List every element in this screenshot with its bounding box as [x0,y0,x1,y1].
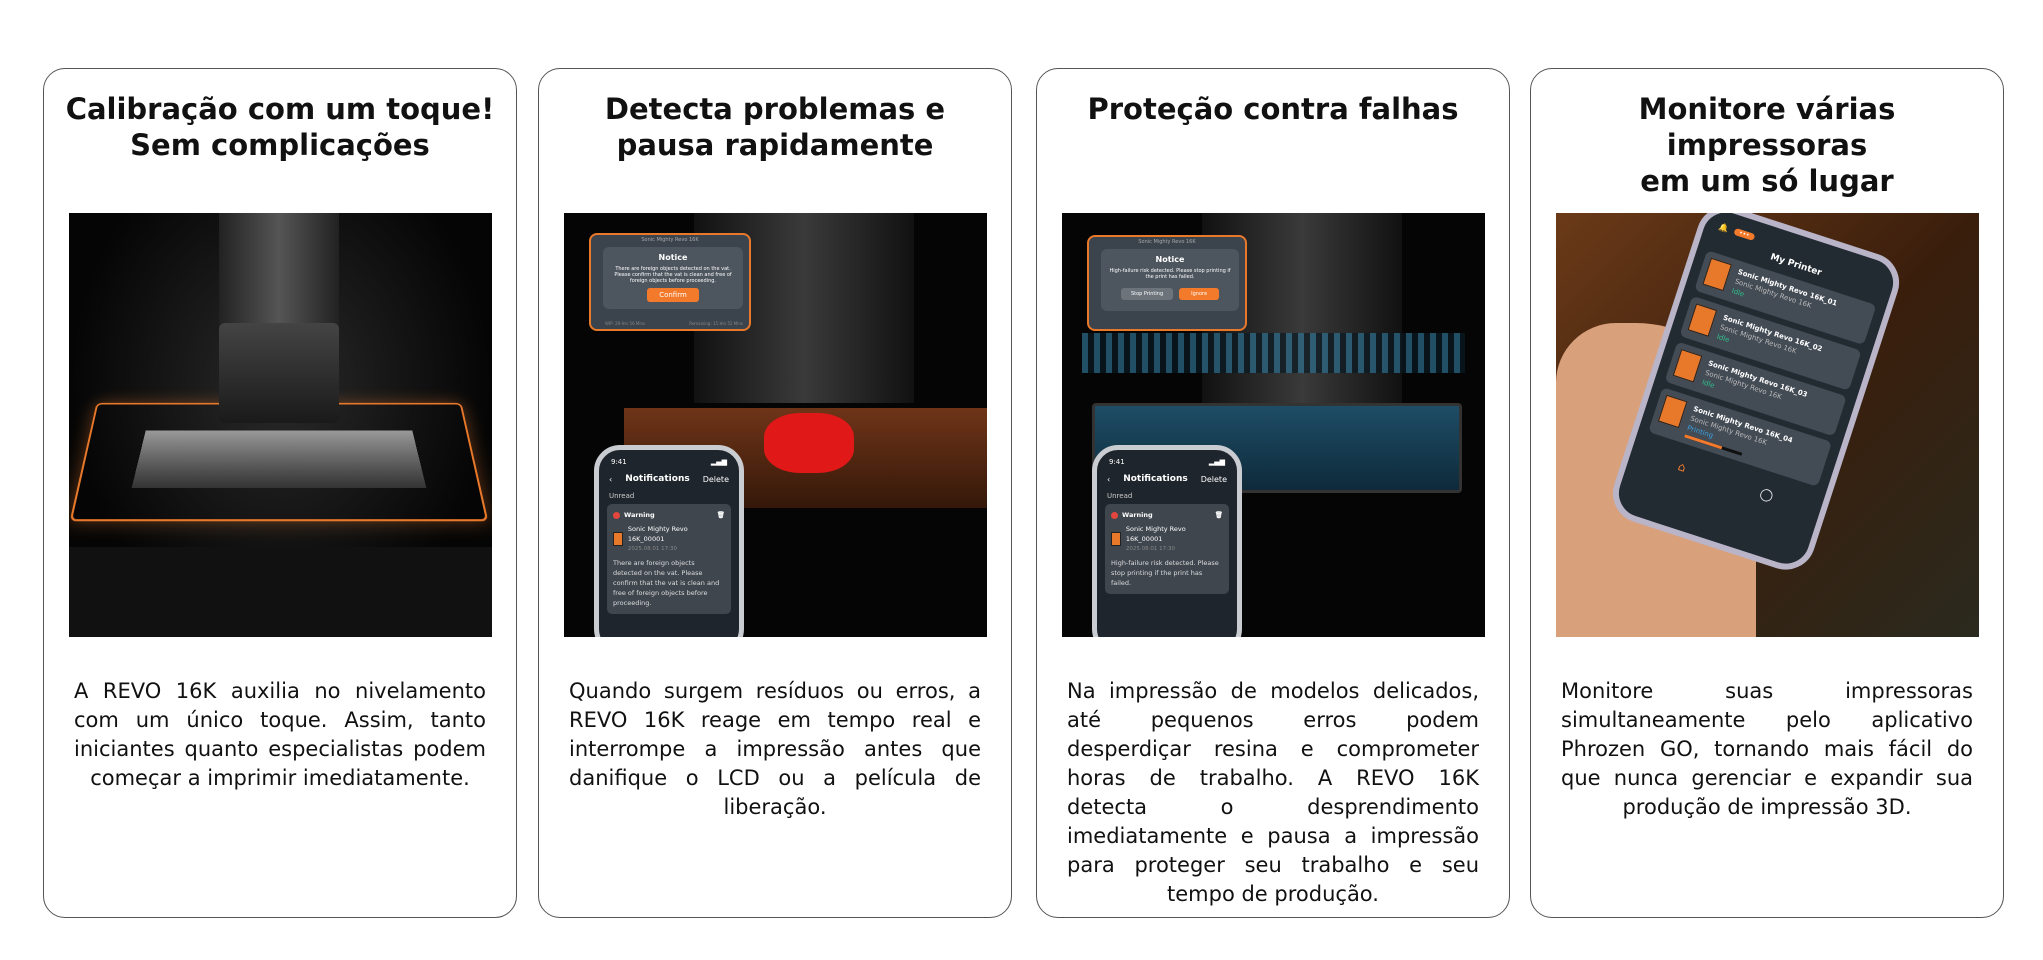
failure-detection-image: Sonic Mighty Revo 16K Notice High-failur… [1062,213,1485,637]
wip-time: WIP: 29 Hrs 56 Mins [605,321,646,326]
back-icon[interactable]: ‹ [609,474,613,484]
printer-icon [1702,257,1732,292]
back-icon[interactable]: ‹ [1107,474,1111,484]
title-line: Monitore várias impressoras [1638,92,1896,162]
bell-icon[interactable]: 🔔 [1717,221,1731,234]
notice-title: Notice [1155,255,1185,264]
build-plate [131,430,427,489]
title-line: Calibração com um toque! [65,92,495,126]
notice-text: High-failure risk detected. Please stop … [1109,268,1231,280]
confirm-button[interactable]: Confirm [647,288,699,302]
feature-card-failure-protection: Proteção contra falhas Sonic Mighty Revo… [1036,68,1510,918]
notice-text: There are foreign objects detected on th… [614,266,732,284]
warning-icon [613,511,620,519]
printer-icon [1657,394,1688,429]
device-name: Sonic Mighty Revo 16K_00001 [627,525,688,543]
printer-icon [1111,532,1121,546]
notice-dialog: Notice High-failure risk detected. Pleas… [1101,249,1239,311]
remaining-time: Remaining: 15 Hrs 52 Mins [689,321,743,326]
title-line: Detecta problemas e [604,92,946,126]
notification-message: High-failure risk detected. Please stop … [1111,559,1219,587]
warning-label: Warning [624,511,655,519]
screen-header: Sonic Mighty Revo 16K [1138,239,1196,245]
printer-touchscreen: Sonic Mighty Revo 16K Notice High-failur… [1087,235,1247,331]
delete-button[interactable]: Delete [702,474,729,484]
notification-date: 2025.08.01 17:30 [627,546,677,552]
foreign-object-highlight [764,413,854,473]
supports [1082,333,1465,373]
card-description: Monitore suas impressoras simultaneament… [1561,679,1973,819]
notice-dialog: Notice There are foreign objects detecte… [603,247,743,309]
trash-icon[interactable]: 🗑 [716,511,725,519]
card-title: Proteção contra falhas [1047,91,1499,127]
title-line: Proteção contra falhas [1087,92,1459,126]
warning-notification[interactable]: Warning 🗑 Sonic Mighty Revo 16K_00001 2025… [1105,504,1229,594]
title-line: em um só lugar [1640,164,1894,198]
warning-label: Warning [1122,511,1153,519]
delete-button[interactable]: Delete [1200,474,1227,484]
print-head [219,323,339,423]
card-title: Calibração com um toque!Sem complicações [54,91,506,163]
profile-tab-icon[interactable]: ◯ [1758,485,1776,504]
warning-notification[interactable]: Warning 🗑 Sonic Mighty Revo 16K_00001 2025… [607,504,731,614]
notification-message: There are foreign objects detected on th… [613,559,720,607]
card-description: Na impressão de modelos delicados, até p… [1067,679,1479,906]
printer-icon [1687,303,1718,337]
device-name: Sonic Mighty Revo 16K_00001 [1125,525,1186,543]
printer-calibration-image [69,213,492,637]
status-time: 9:41 [611,458,627,466]
signal-icon: ▂▄▆ [1208,458,1225,466]
foreign-object-detection-image: Sonic Mighty Revo 16K Notice There are f… [564,213,987,637]
warning-icon [1111,511,1118,519]
feature-card-calibration: Calibração com um toque!Sem complicações… [43,68,517,918]
signal-icon: ▂▄▆ [710,458,727,466]
screen-title: Notifications [625,474,690,484]
notification-date: 2025.08.01 17:30 [1125,546,1175,552]
title-line: Sem complicações [130,128,430,162]
card-description: Quando surgem resíduos ou erros, a REVO … [569,679,981,819]
ignore-button[interactable]: Ignore [1179,288,1220,300]
title-line: pausa rapidamente [616,128,934,162]
printer-touchscreen: Sonic Mighty Revo 16K Notice There are f… [589,233,751,331]
home-tab-icon[interactable]: ⌂ [1676,459,1688,475]
phone-notifications: 9:41 ▂▄▆ ‹ Notifications Delete Unread Warn… [1092,445,1242,637]
phone-my-printer: 🔔••• My Printer Sonic Mighty Revo 16K_01… [1605,213,1907,578]
printer-icon [1672,349,1703,383]
notice-title: Notice [658,253,688,262]
phone-notifications: 9:41 ▂▄▆ ‹ Notifications Delete Unread Warn… [594,445,744,637]
stop-printing-button[interactable]: Stop Printing [1120,288,1174,300]
phrozen-go-app-image: 🔔••• My Printer Sonic Mighty Revo 16K_01… [1556,213,1979,637]
unread-label: Unread [609,492,635,500]
screen-title: Notifications [1123,474,1188,484]
screen-header: Sonic Mighty Revo 16K [641,237,699,243]
z-axis-rail [219,213,339,343]
printer-icon [613,532,623,546]
trash-icon[interactable]: 🗑 [1214,511,1223,519]
unread-label: Unread [1107,492,1133,500]
card-description: A REVO 16K auxilia no nivelamento com um… [74,679,486,790]
status-time: 9:41 [1109,458,1125,466]
printer-base [69,547,492,637]
